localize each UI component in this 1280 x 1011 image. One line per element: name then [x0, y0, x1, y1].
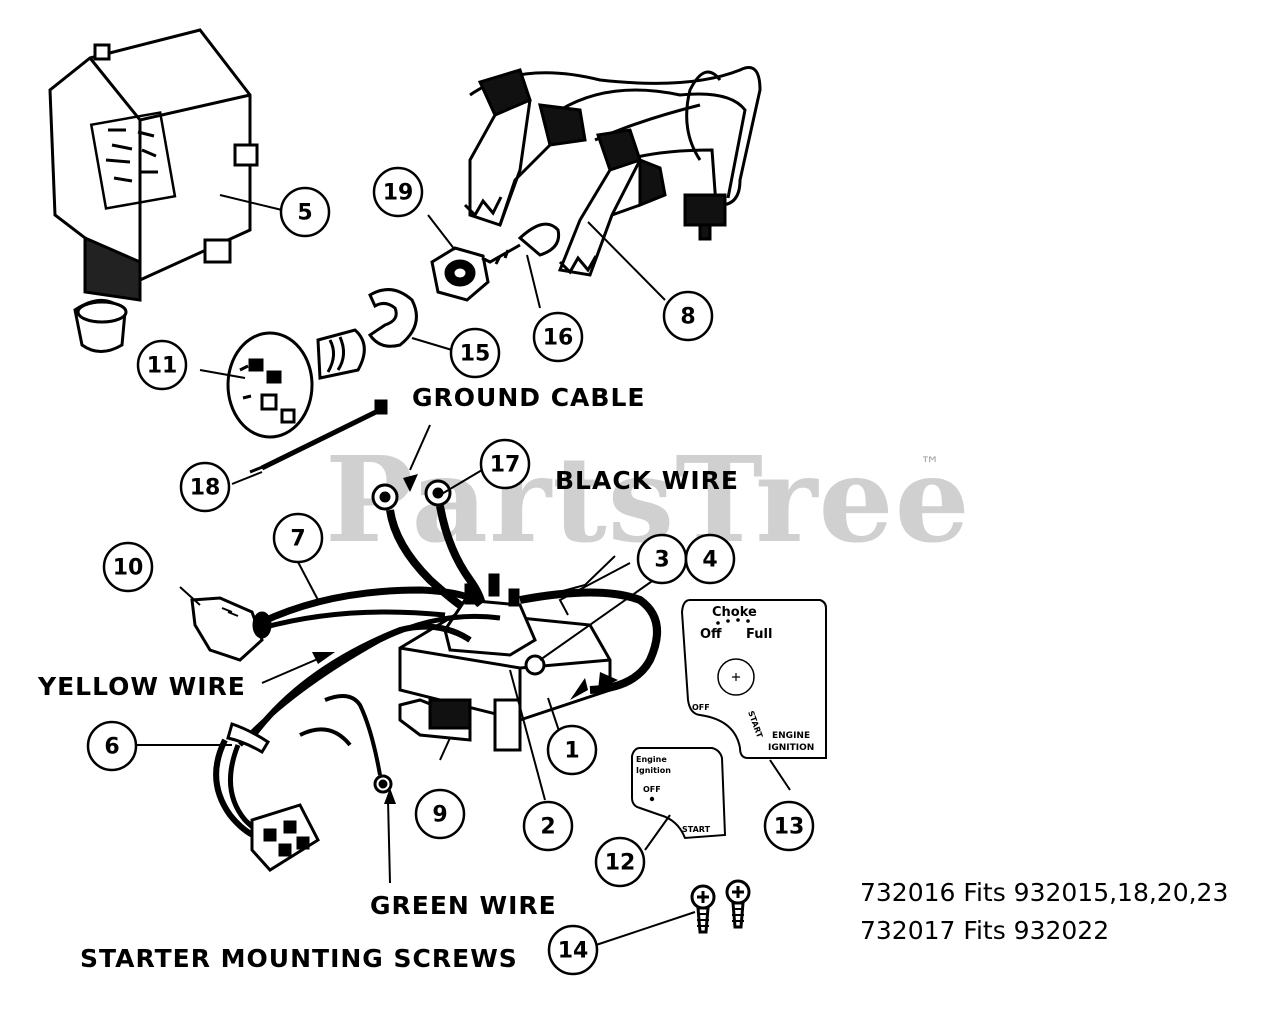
callout-circle-6: [86, 720, 138, 772]
starter-motor: [48, 28, 259, 353]
trademark-symbol: ™: [920, 452, 940, 476]
callout-19: 19: [383, 181, 414, 206]
ground-cable-part: [249, 399, 388, 474]
fits-line-1: 732016 Fits 932015,18,20,23: [860, 878, 1229, 907]
ignition-key: [481, 222, 561, 265]
panel13-engine-text: ENGINE: [772, 731, 810, 741]
callout-3: 3: [654, 548, 669, 573]
nut: [430, 246, 490, 302]
panel12-engine-text: Engine: [636, 755, 667, 764]
panel13-off-small-text: OFF: [692, 703, 710, 712]
panel13-full-text: Full: [746, 627, 772, 642]
callout-5: 5: [297, 201, 312, 226]
decal-panel-13: Choke Off Full OFF START ENGINE IGNITION: [680, 599, 827, 759]
callout-circle-14: [547, 924, 599, 976]
panel13-choke-text: Choke: [712, 605, 757, 620]
label-black-wire: BLACK WIRE: [555, 466, 739, 495]
callout-circle-15: [449, 327, 501, 379]
ignition-switch: [226, 328, 366, 439]
solenoid-harness: [190, 573, 661, 872]
callout-circle-9: [414, 788, 466, 840]
callout-circle-12: [594, 836, 646, 888]
callout-circle-13: [763, 800, 815, 852]
callout-15: 15: [460, 342, 491, 367]
panel12-ignition-text: Ignition: [636, 766, 671, 775]
callout-circles: [86, 166, 815, 976]
callout-11: 11: [147, 354, 178, 379]
callout-4: 4: [702, 548, 717, 573]
mounting-screws: [690, 879, 751, 934]
panel13-off-text: Off: [700, 627, 722, 642]
callout-13: 13: [774, 815, 805, 840]
callout-circle-18: [179, 461, 231, 513]
callout-2: 2: [540, 815, 555, 840]
label-green-wire: GREEN WIRE: [370, 891, 557, 920]
callout-1: 1: [564, 739, 579, 764]
callout-circle-7: [272, 512, 324, 564]
callout-10: 10: [113, 556, 144, 581]
callout-16: 16: [543, 326, 574, 351]
label-ground-cable: GROUND CABLE: [412, 383, 646, 412]
callout-8: 8: [680, 305, 695, 330]
callout-circle-4: [684, 533, 736, 585]
leader-lines: [136, 194, 791, 946]
callout-numbers: 1 2 3 4 5 6 7 8 9 10 11 12 13 14 15 16 1…: [104, 181, 804, 964]
label-starter-mounting-screws: STARTER MOUNTING SCREWS: [80, 944, 518, 973]
decal-panel-12: Engine Ignition OFF START: [631, 747, 727, 840]
callout-7: 7: [290, 527, 305, 552]
arrow-heads: [312, 474, 618, 804]
callout-9: 9: [432, 803, 447, 828]
callout-circle-17: [479, 438, 531, 490]
callout-circle-11: [136, 339, 188, 391]
panel12-off-text: OFF: [643, 785, 661, 794]
panel12-start-text: START: [682, 825, 711, 834]
panel13-ignition-text: IGNITION: [768, 743, 814, 753]
callout-18: 18: [190, 476, 221, 501]
callout-6: 6: [104, 735, 119, 760]
callout-circle-10: [102, 541, 154, 593]
callout-circle-5: [279, 186, 331, 238]
callout-circle-16: [532, 311, 584, 363]
callout-circle-8: [662, 290, 714, 342]
callout-circle-1: [546, 724, 598, 776]
callout-17: 17: [490, 453, 521, 478]
callout-14: 14: [558, 939, 589, 964]
callout-circle-19: [372, 166, 424, 218]
battery-clips: [463, 66, 762, 277]
fits-line-2: 732017 Fits 932022: [860, 916, 1110, 945]
label-yellow-wire: YELLOW WIRE: [38, 672, 246, 701]
callout-circle-2: [522, 800, 574, 852]
callout-12: 12: [605, 851, 636, 876]
retaining-ring: [367, 288, 418, 348]
wire-terminals: [371, 479, 486, 609]
